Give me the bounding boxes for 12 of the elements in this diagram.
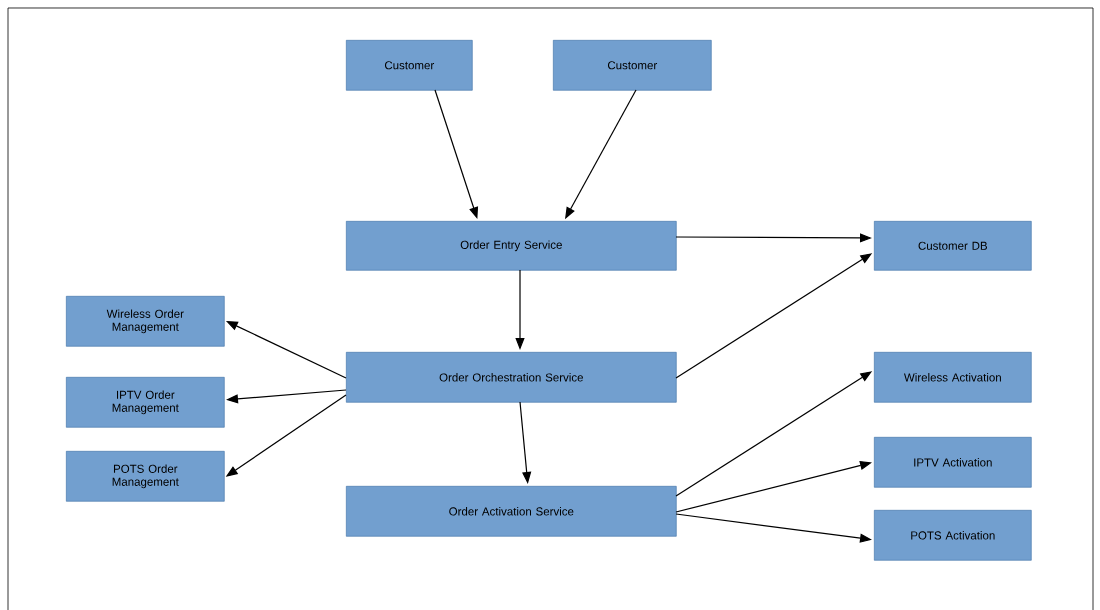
service-box: Order Orchestration Service xyxy=(346,352,677,403)
service-box: POTS Order Management xyxy=(66,451,225,502)
service-box: Wireless Activation xyxy=(874,352,1032,403)
service-box: Customer DB xyxy=(874,221,1032,271)
service-box: Order Entry Service xyxy=(346,221,677,271)
service-box: Customer xyxy=(553,40,712,91)
service-box: POTS Activation xyxy=(874,510,1032,561)
service-box: IPTV Order Management xyxy=(66,377,225,428)
service-box: Wireless Order Management xyxy=(66,296,225,347)
service-box: Order Activation Service xyxy=(346,486,677,537)
service-box: Customer xyxy=(346,40,473,91)
service-box: IPTV Activation xyxy=(874,437,1032,488)
